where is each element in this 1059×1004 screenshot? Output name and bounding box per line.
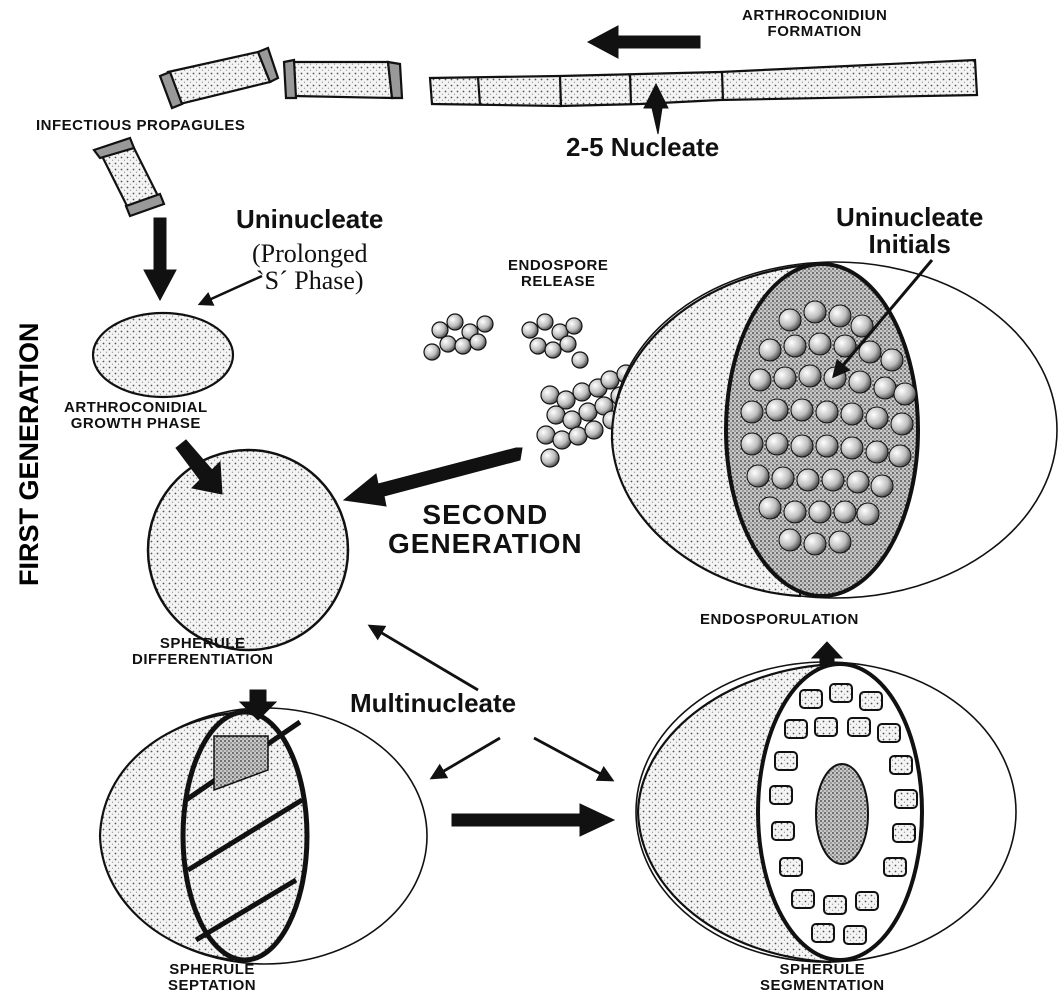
label-2-5-nucleate: 2-5 Nucleate <box>566 134 719 161</box>
label-growth-line1: ARTHROCONIDIAL <box>64 400 208 416</box>
label-prolonged-line1: (Prolonged <box>252 240 368 267</box>
label-endospore-line1: ENDOSPORE <box>508 258 608 274</box>
spherule-differentiation-cell <box>148 450 348 650</box>
label-septation-line2: SEPTATION <box>168 978 256 994</box>
label-spherule-septation: SPHERULE SEPTATION <box>168 962 256 994</box>
label-prolonged-s-phase: (Prolonged `S´ Phase) <box>252 240 368 295</box>
label-first-generation: FIRST GENERATION <box>14 322 45 586</box>
label-endospore-release: ENDOSPORE RELEASE <box>508 258 608 290</box>
label-differentiation-line1: SPHERULE <box>132 636 273 652</box>
label-arthroconidium-formation: ARTHROCONIDIUN FORMATION <box>742 8 887 40</box>
label-initials-line2: Initials <box>836 231 983 258</box>
label-endosporulation: ENDOSPORULATION <box>700 612 859 628</box>
arthroconidial-growth-cell <box>93 313 233 397</box>
label-infectious-propagules: INFECTIOUS PROPAGULES <box>36 118 245 134</box>
label-differentiation-line2: DIFFERENTIATION <box>132 652 273 668</box>
label-growth-line2: GROWTH PHASE <box>64 416 208 432</box>
arrow-multinucleate-left <box>432 738 500 778</box>
label-initials-line1: Uninucleate <box>836 204 983 231</box>
label-arthroconidium-line1: ARTHROCONIDIUN <box>742 8 887 24</box>
label-second-line1: SECOND <box>388 500 583 529</box>
arrow-to-differentiation <box>370 626 478 690</box>
arthroconidium-1 <box>160 48 278 108</box>
endosporulating-spherule <box>612 262 1057 598</box>
label-segmentation-line2: SEGMENTATION <box>760 978 885 994</box>
label-second-line2: GENERATION <box>388 529 583 558</box>
label-uninucleate: Uninucleate <box>236 206 383 233</box>
label-septation-line1: SPHERULE <box>168 962 256 978</box>
segmented-spherule <box>636 662 1016 962</box>
arrow-formation-left <box>588 26 700 58</box>
label-second-generation: SECOND GENERATION <box>388 500 583 559</box>
label-multinucleate: Multinucleate <box>350 690 516 717</box>
arthroconidium-3 <box>94 138 164 216</box>
label-endospore-line2: RELEASE <box>508 274 608 290</box>
label-uninucleate-initials: Uninucleate Initials <box>836 204 983 259</box>
arrow-down-propagule <box>144 218 176 300</box>
arrow-up-endosporulation <box>812 642 842 664</box>
arrow-endospore-to-spherule <box>344 448 522 506</box>
arthroconidium-2 <box>284 60 402 98</box>
label-spherule-segmentation: SPHERULE SEGMENTATION <box>760 962 885 994</box>
label-arthroconidial-growth-phase: ARTHROCONIDIAL GROWTH PHASE <box>64 400 208 432</box>
label-arthroconidium-line2: FORMATION <box>742 24 887 40</box>
label-prolonged-line2: `S´ Phase) <box>252 267 368 294</box>
septated-spherule <box>100 708 427 964</box>
arrow-septation-to-segmentation <box>452 804 614 836</box>
arrow-multinucleate-right <box>534 738 612 780</box>
label-spherule-differentiation: SPHERULE DIFFERENTIATION <box>132 636 273 668</box>
label-segmentation-line1: SPHERULE <box>760 962 885 978</box>
hypha <box>430 60 977 106</box>
